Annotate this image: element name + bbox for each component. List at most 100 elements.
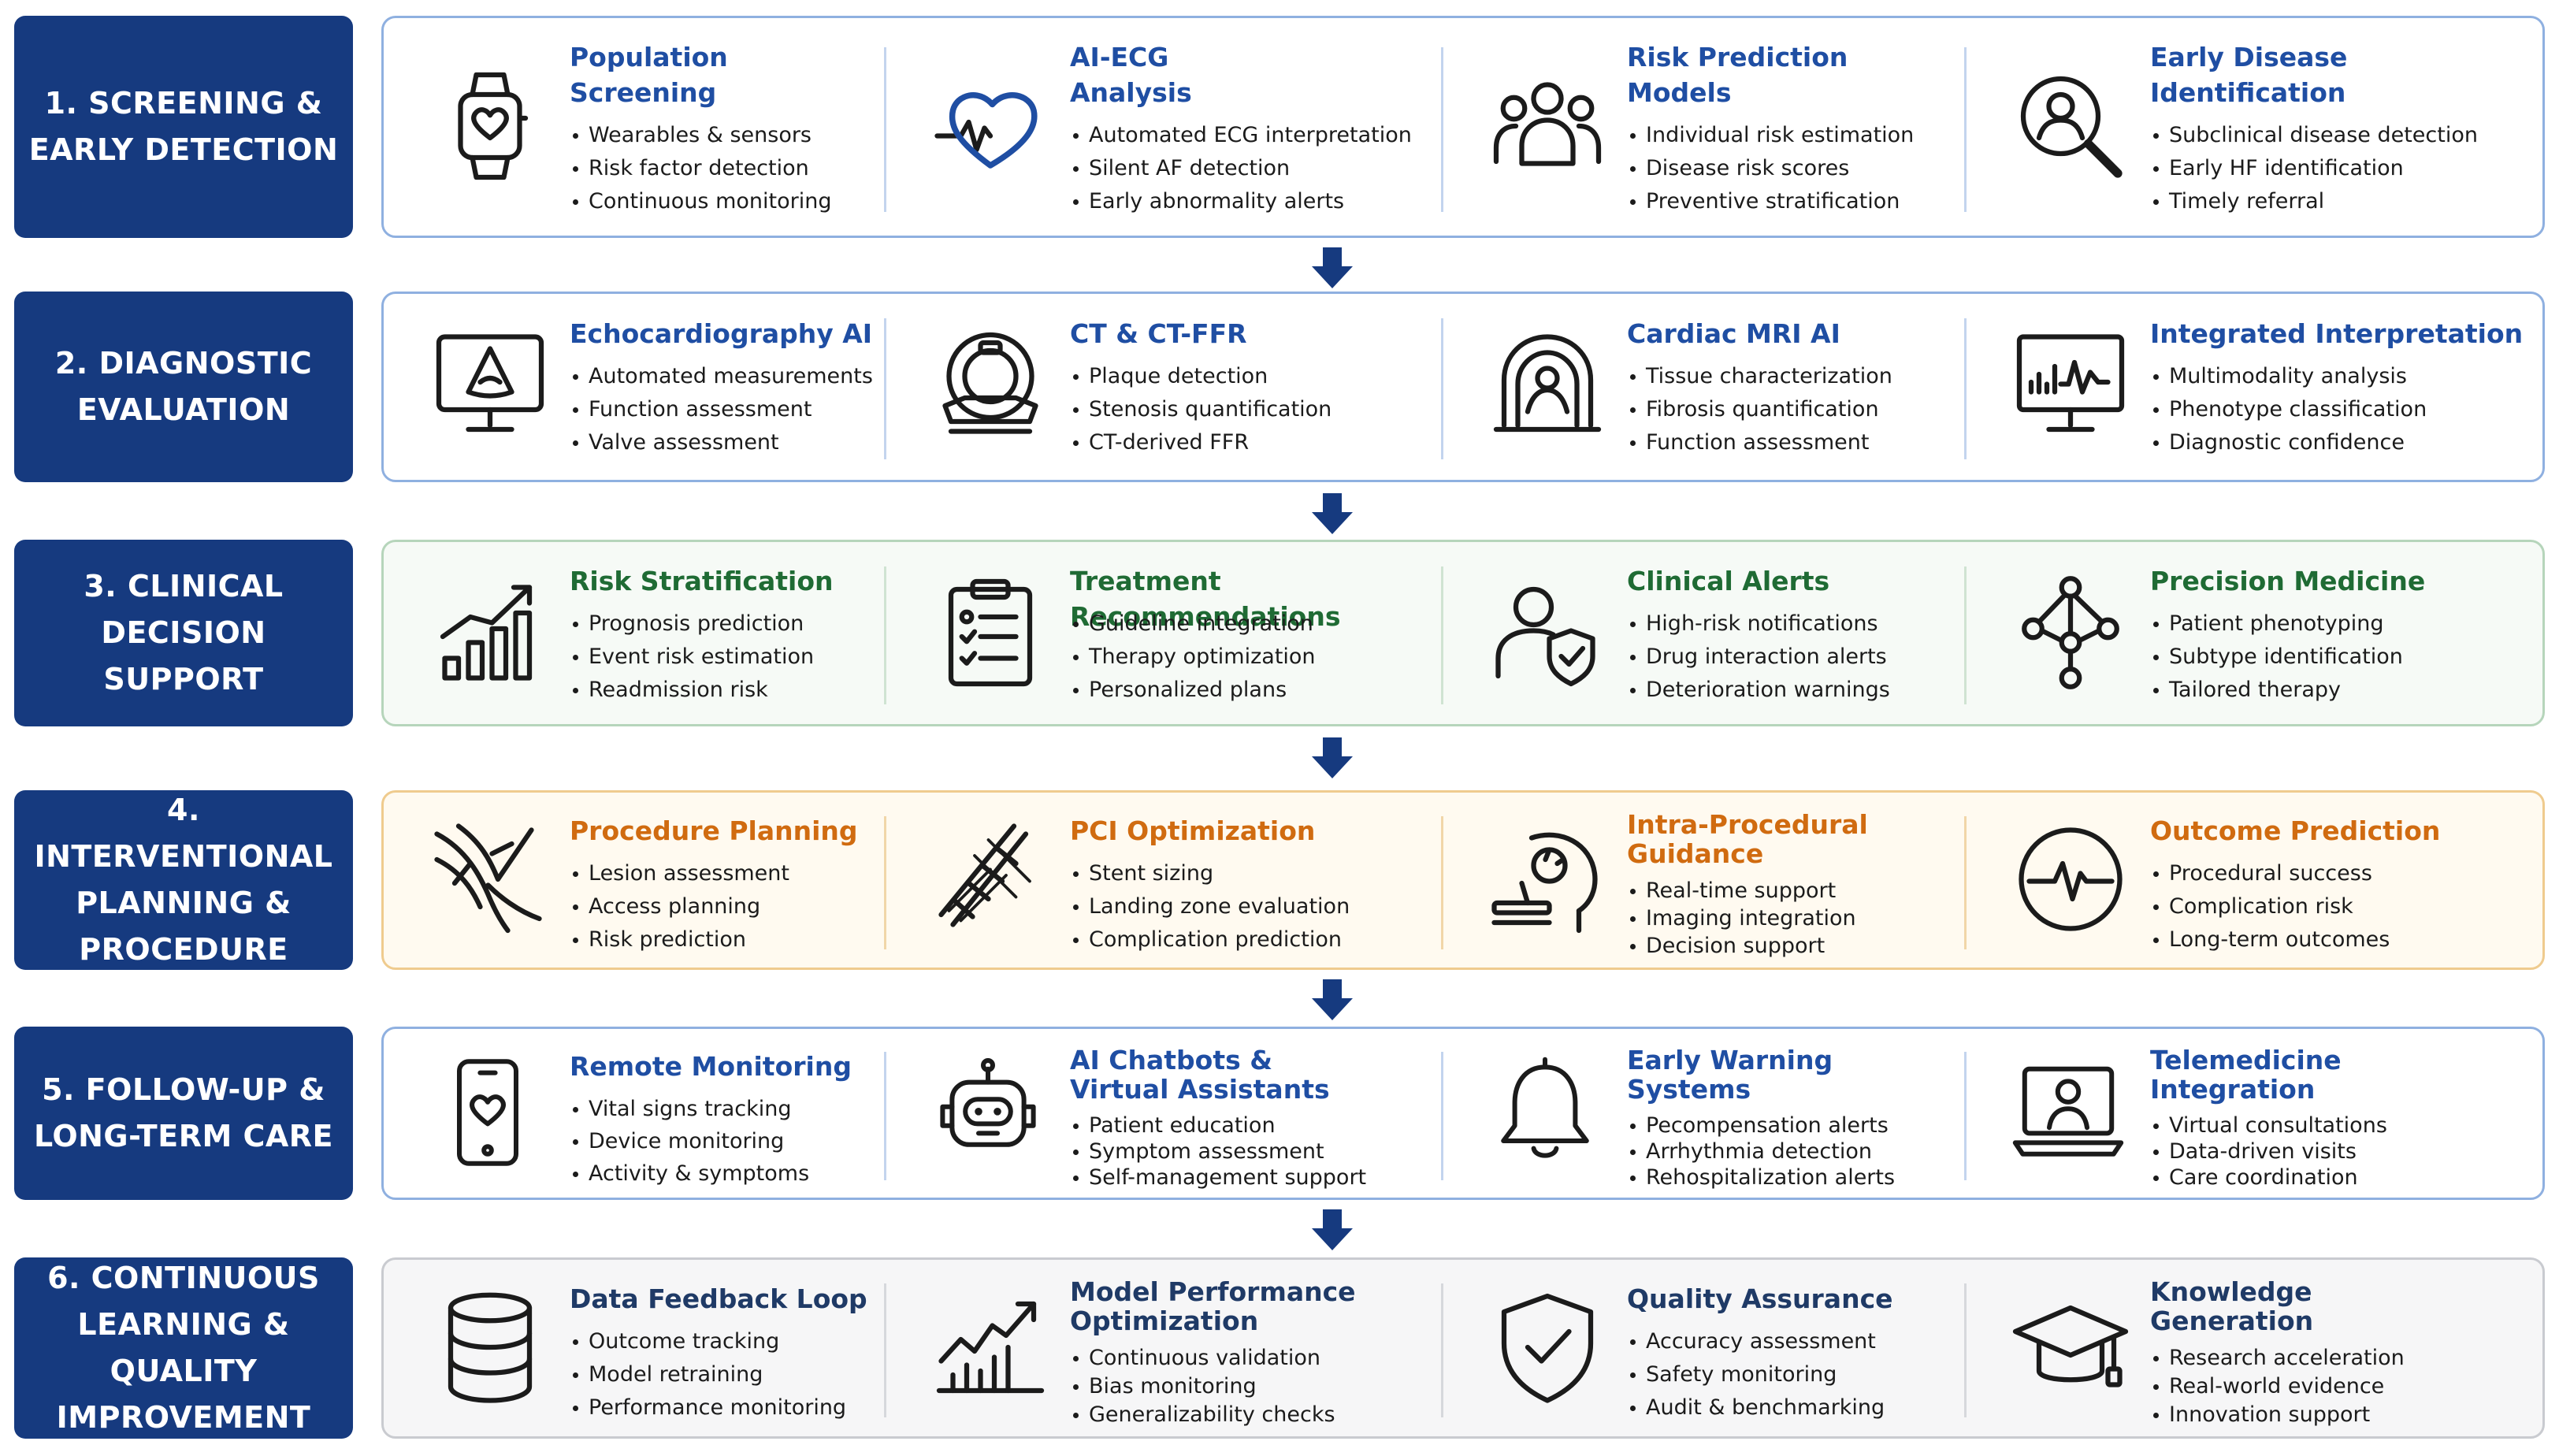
stage-label-line: PLANNING &	[76, 886, 292, 920]
stage-label-line: LONG-TERM CARE	[33, 1119, 334, 1153]
ct-scanner-icon	[931, 327, 1049, 445]
card-bullet-item: Automated measurements	[573, 360, 873, 393]
card-bullet-item: Data-driven visits	[2153, 1138, 2387, 1164]
card-title: Outcome Prediction	[2150, 815, 2441, 846]
card-bullet-item: Lesion assessment	[573, 857, 789, 890]
card-bullet-item: Procedural success	[2153, 857, 2390, 890]
card-divider	[884, 47, 886, 212]
rising-bar-chart-icon	[431, 574, 549, 692]
network-nodes-icon	[2011, 574, 2130, 692]
stage-label-line: IMPROVEMENT	[56, 1399, 311, 1435]
card-bullet-item: Diagnostic confidence	[2153, 426, 2427, 459]
card-title: Early Warning Systems	[1627, 1045, 1833, 1105]
card-bullet-item: Accuracy assessment	[1630, 1325, 1885, 1358]
flow-arrow-down-icon	[1310, 492, 1354, 536]
card-bullet-item: Personalized plans	[1073, 674, 1316, 707]
card-bullet-item: Long-term outcomes	[2153, 923, 2390, 956]
card-bullet-item: Plaque detection	[1073, 360, 1331, 393]
card-bullet-item: Tissue characterization	[1630, 360, 1892, 393]
card-divider	[884, 318, 886, 459]
card-divider	[1441, 47, 1443, 212]
card-bullet-item: Silent AF detection	[1073, 152, 1412, 185]
card-bullet-item: Innovation support	[2153, 1401, 2405, 1429]
card-bullet-item: Phenotype classification	[2153, 393, 2427, 426]
card-bullet-item: Individual risk estimation	[1630, 119, 1914, 152]
magnifier-person-icon	[2011, 67, 2130, 185]
laptop-person-icon	[2011, 1056, 2125, 1169]
card-bullet-item: Stenosis quantification	[1073, 393, 1331, 426]
card-bullet-item: Subclinical disease detection	[2153, 119, 2478, 152]
card-divider	[1964, 816, 1967, 949]
card-bullet-item: Function assessment	[573, 393, 873, 426]
card-bullet-item: Audit & benchmarking	[1630, 1391, 1885, 1424]
card-divider	[884, 566, 886, 704]
flow-arrow-down-icon	[1310, 1208, 1354, 1252]
card-divider	[884, 816, 886, 949]
card-bullet-item: Rehospitalization alerts	[1630, 1164, 1895, 1190]
card-bullet-item: Virtual consultations	[2153, 1112, 2387, 1138]
card-title: Telemedicine Integration	[2150, 1045, 2342, 1105]
card-divider	[884, 1052, 886, 1180]
card-bullet-item: Early HF identification	[2153, 152, 2478, 185]
stage-label-line: 5. FOLLOW-UP &	[42, 1072, 325, 1108]
card-divider	[1964, 47, 1967, 212]
bell-icon	[1488, 1056, 1602, 1169]
robot-icon	[931, 1056, 1045, 1169]
card-bullet-item: Imaging integration	[1630, 904, 1856, 932]
shield-check-icon	[1488, 1288, 1606, 1406]
card-divider	[1964, 318, 1967, 459]
flow-arrow-down-icon	[1310, 736, 1354, 780]
card-title: Cardiac MRI AI	[1627, 318, 1840, 349]
pulse-circle-icon	[2011, 820, 2130, 938]
card-bullet-item: Care coordination	[2153, 1164, 2387, 1190]
card-bullet-item: Arrhythmia detection	[1630, 1138, 1895, 1164]
stage-label: 1. SCREENING &EARLY DETECTION	[14, 16, 353, 238]
card-bullet-item: Device monitoring	[573, 1125, 809, 1157]
card-bullet-item: Tailored therapy	[2153, 674, 2403, 707]
card-title: AI-ECG Analysis	[1070, 42, 1192, 108]
vessel-branch-icon	[431, 820, 549, 938]
card-bullet-item: Generalizability checks	[1073, 1401, 1335, 1429]
card-title: Early Disease Identification	[2150, 42, 2348, 108]
card-bullet-item: Safety monitoring	[1630, 1358, 1885, 1391]
card-bullet-item: Model retraining	[573, 1358, 846, 1391]
stage-label-line: 3. CLINICAL DECISION	[84, 569, 284, 651]
card-divider	[1441, 318, 1443, 459]
people-group-icon	[1488, 67, 1606, 185]
card-bullet-item: Prognosis prediction	[573, 607, 814, 641]
card-title: AI Chatbots & Virtual Assistants	[1070, 1045, 1330, 1105]
card-bullet-item: Preventive stratification	[1630, 185, 1914, 218]
card-divider	[1441, 566, 1443, 704]
card-bullet-item: Subtype identification	[2153, 641, 2403, 674]
card-bullet-item: Vital signs tracking	[573, 1093, 809, 1125]
card-bullet-item: Guideline integration	[1073, 607, 1316, 641]
card-bullet-item: Real-world evidence	[2153, 1372, 2405, 1401]
card-bullet-item: Readmission risk	[573, 674, 814, 707]
